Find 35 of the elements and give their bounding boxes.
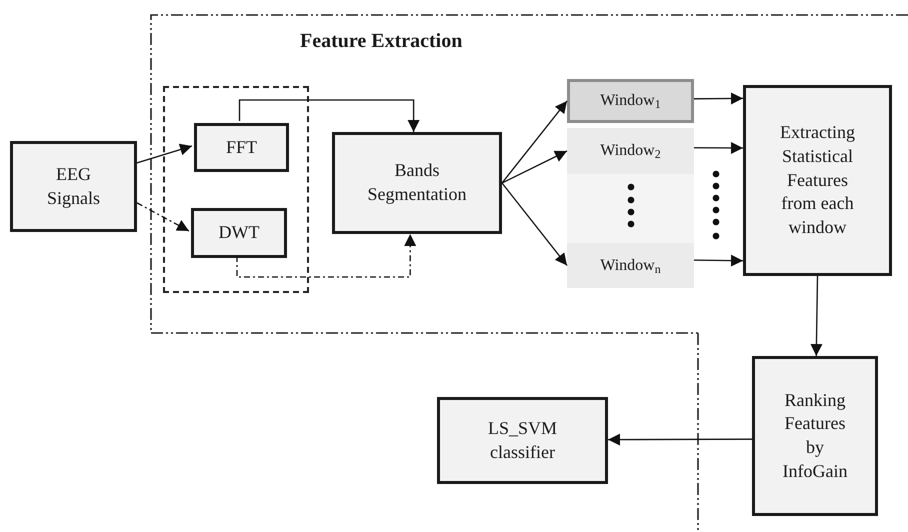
- process-box: [752, 356, 878, 516]
- arrow: [236, 234, 416, 278]
- arrow: [810, 276, 822, 356]
- dashed-group-box: [163, 86, 309, 293]
- node-label: Bands Segmentation: [366, 159, 468, 206]
- process-box: [332, 132, 502, 234]
- feature-extraction-region: [150, 14, 908, 334]
- arrow: [238, 99, 420, 132]
- node-label: FFT: [224, 136, 258, 159]
- arrow: [502, 150, 568, 184]
- node-label: Window$_{1}$: [599, 91, 662, 112]
- process-box: [194, 123, 289, 172]
- node-label: Window$_{n}$: [599, 256, 662, 276]
- window-cell: [567, 243, 694, 288]
- node-label: Ranking Features by InfoGain: [782, 388, 848, 483]
- region-title: Feature Extraction: [300, 31, 462, 51]
- node-label: EEG Signals: [46, 162, 101, 210]
- arrow: [694, 254, 743, 267]
- process-box: [437, 397, 608, 484]
- arrow: [136, 144, 192, 164]
- arrow: [694, 92, 743, 104]
- node-label: Extracting Statistical Features from each window: [779, 121, 856, 240]
- process-box: [191, 208, 287, 258]
- process-box: [10, 141, 137, 232]
- window-box: [567, 79, 694, 123]
- arrow: [502, 100, 568, 184]
- window-cell: [567, 128, 694, 174]
- arrow: [136, 202, 190, 232]
- node-label: LS_SVM classifier: [486, 416, 558, 464]
- node-label: Window$_{2}$: [599, 141, 662, 162]
- node-label: DWT: [218, 221, 260, 244]
- process-box: [743, 85, 892, 276]
- arrow: [501, 182, 568, 266]
- arrow: [694, 142, 743, 154]
- arrow: [608, 434, 752, 446]
